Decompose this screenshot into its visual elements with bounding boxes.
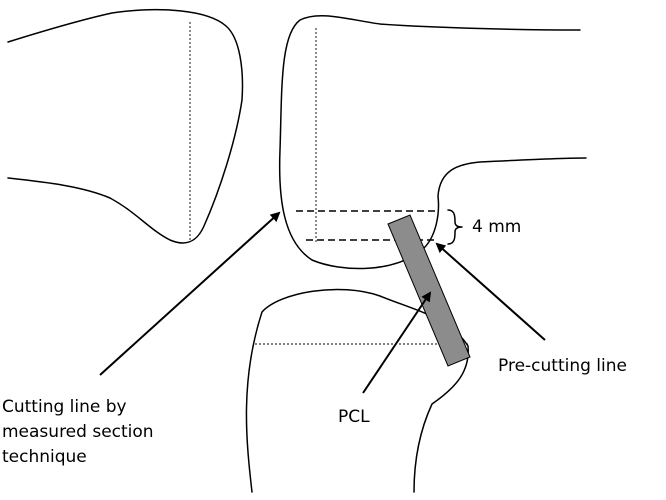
measured-section-label-line3: technique <box>2 447 87 467</box>
measured-section-label-line1: Cutting line by <box>2 397 127 417</box>
gap-label: 4 mm <box>472 217 521 237</box>
pre-cutting-line-label: Pre-cutting line <box>498 356 627 376</box>
femur-outline <box>278 14 587 270</box>
pcl-label: PCL <box>338 407 370 427</box>
gap-brace <box>447 209 463 245</box>
tibia-outline <box>245 288 469 493</box>
pre-cutting-line-pointer <box>435 242 546 341</box>
pcl-band <box>387 214 471 367</box>
measured-section-pointer <box>99 211 281 376</box>
pcl-pointer <box>362 291 432 394</box>
patella-outline <box>7 8 244 244</box>
measured-section-label-line2: measured section <box>2 422 154 442</box>
